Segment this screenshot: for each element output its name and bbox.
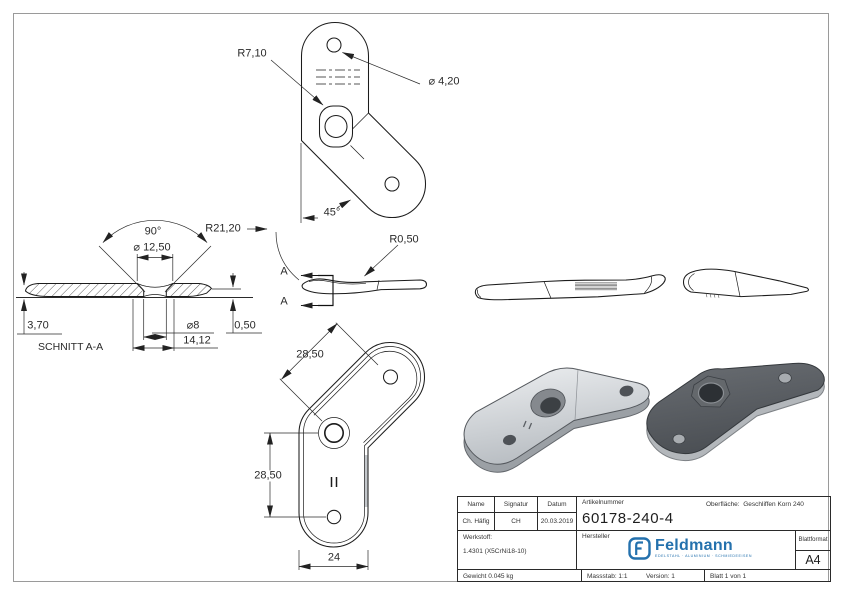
front-view — [264, 322, 426, 570]
value-artikelnummer: 60178-240-4 — [582, 510, 674, 527]
title-block-line — [581, 569, 582, 581]
value-gewicht: Gewicht 0.045 kg — [463, 573, 514, 580]
value-name: Ch. Häfig — [462, 517, 490, 525]
dim-label-r0-50: R0,50 — [389, 233, 419, 246]
header-datum: Datum — [547, 500, 567, 508]
dim-label-14-12: 14,12 — [183, 334, 211, 347]
header-signatur: Signatur — [503, 500, 529, 508]
dim-label-0-50: 0,50 — [234, 319, 256, 332]
value-werkstoff: 1.4301 (X5CrNi18-10) — [463, 548, 527, 555]
label-artikelnummer: Artikelnummer — [582, 499, 624, 506]
value-version: Version: 1 — [646, 573, 675, 580]
title-block-line — [795, 550, 830, 551]
dim-label-45deg: 45° — [322, 206, 342, 219]
dim-label-d8: ⌀8 — [186, 319, 200, 332]
value-blattformat: A4 — [805, 552, 821, 567]
section-title: SCHNITT A-A — [38, 340, 104, 353]
label-blattformat: Blattformat — [798, 537, 828, 544]
title-block: Name Signatur Datum Ch. Häfig CH 20.03.2… — [457, 496, 831, 582]
brand-tagline: EDELSTAHL · ALUMINIUM · SCHMIEDEEISEN — [655, 554, 753, 559]
dim-label-3-70: 3,70 — [27, 319, 49, 332]
manufacturer-logo: Feldmann EDELSTAHL · ALUMINIUM · SCHMIED… — [628, 537, 752, 560]
brand-name: Feldmann — [655, 537, 733, 555]
oberflaeche-key: Oberfläche: — [706, 501, 740, 508]
title-block-line — [494, 497, 495, 531]
section-arrow-label-bottom: A — [280, 295, 288, 308]
render-3d-dark — [646, 362, 825, 462]
oberflaeche-value: Geschliffen Korn 240 — [743, 501, 804, 508]
section-arrow-label-top: A — [280, 265, 288, 278]
label-hersteller: Hersteller — [582, 533, 610, 540]
title-block-line — [704, 569, 705, 581]
label-oberflaeche: Oberfläche: Geschliffen Korn 240 — [706, 501, 804, 508]
dim-label-d4-20: ⌀ 4,20 — [428, 75, 460, 88]
dim-label-90deg: 90° — [143, 225, 163, 238]
dim-label-r21-20: R21,20 — [205, 222, 241, 235]
dim-label-d12-50: ⌀ 12,50 — [132, 241, 172, 254]
dim-label-24: 24 — [327, 551, 341, 564]
top-flat-view — [270, 21, 426, 223]
dim-label-28-50-diagonal: 28,50 — [296, 348, 324, 361]
render-3d-light — [463, 367, 650, 473]
side-view-long — [474, 274, 666, 301]
feldmann-logo-icon — [628, 537, 651, 560]
side-view-middle — [247, 226, 428, 309]
side-view-short — [682, 268, 809, 298]
value-datum: 20.03.2019 — [540, 517, 574, 525]
title-block-line — [795, 530, 796, 570]
label-werkstoff: Werkstoff: — [463, 534, 493, 541]
value-blatt: Blatt 1 von 1 — [710, 573, 747, 580]
drawing-border — [13, 13, 829, 582]
value-signatur: CH — [511, 517, 521, 525]
section-view — [16, 220, 262, 351]
title-block-line — [576, 497, 577, 570]
header-name: Name — [467, 500, 485, 508]
title-block-line — [458, 512, 576, 513]
title-block-line — [537, 497, 538, 531]
title-block-line — [458, 569, 830, 570]
value-massstab: Massstab: 1:1 — [587, 573, 628, 580]
dim-label-r7-10: R7,10 — [237, 47, 267, 60]
dim-label-28-50-vertical: 28,50 — [253, 469, 283, 482]
title-block-line — [458, 530, 830, 531]
